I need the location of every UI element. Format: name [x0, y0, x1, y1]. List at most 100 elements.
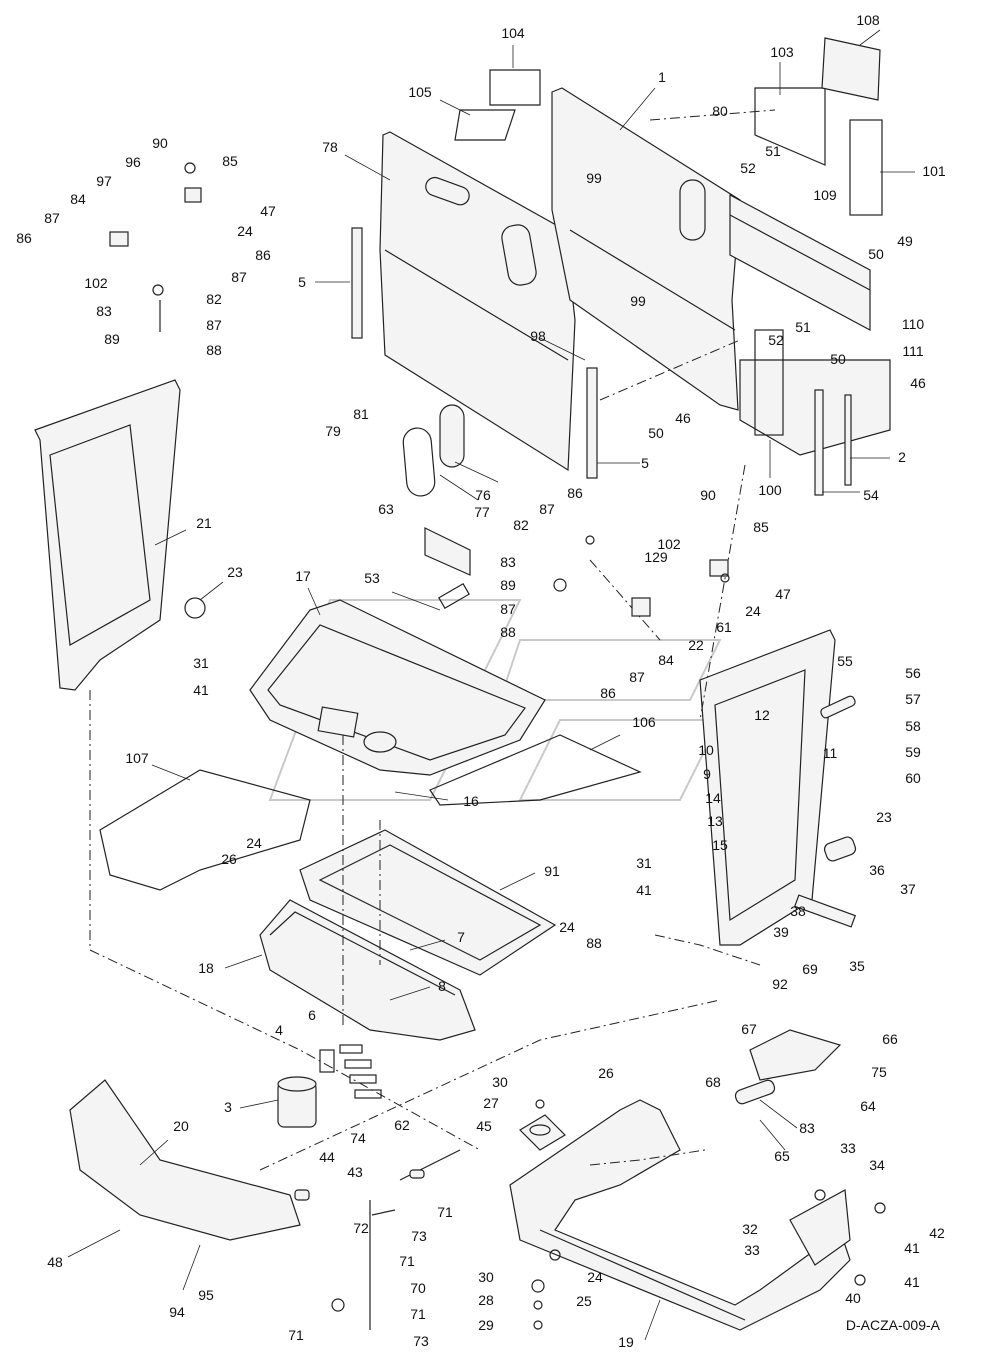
- callout-79: 79: [325, 423, 341, 439]
- left-frame-21: [34, 379, 206, 691]
- callout-56: 56: [905, 665, 921, 681]
- callout-88: 88: [206, 342, 222, 358]
- callout-87: 87: [44, 210, 60, 226]
- callout-21: 21: [196, 515, 212, 531]
- callout-38: 38: [790, 903, 806, 919]
- callout-101: 101: [922, 163, 946, 179]
- callout-82: 82: [206, 291, 222, 307]
- callout-23: 23: [227, 564, 243, 580]
- callout-42: 42: [929, 1225, 945, 1241]
- callout-87: 87: [500, 601, 516, 617]
- callout-47: 47: [775, 586, 791, 602]
- callout-64: 64: [860, 1098, 876, 1114]
- floor-mat-17: [249, 599, 546, 776]
- callout-86: 86: [567, 485, 583, 501]
- callout-10: 10: [698, 742, 714, 758]
- callout-22: 22: [688, 637, 704, 653]
- callout-110: 110: [902, 316, 925, 332]
- callout-25: 25: [576, 1293, 592, 1309]
- callout-24: 24: [246, 835, 262, 851]
- hardware-parts: [109, 162, 886, 1330]
- callout-30: 30: [492, 1074, 508, 1090]
- callout-99: 99: [630, 293, 646, 309]
- callout-24: 24: [559, 919, 575, 935]
- callout-88: 88: [586, 935, 602, 951]
- callout-9: 9: [703, 766, 711, 782]
- callout-32: 32: [742, 1221, 758, 1237]
- callout-89: 89: [500, 577, 516, 593]
- callout-63: 63: [378, 501, 394, 517]
- callout-36: 36: [869, 862, 885, 878]
- callout-41: 41: [636, 882, 652, 898]
- callout-96: 96: [125, 154, 141, 170]
- callout-84: 84: [658, 652, 674, 668]
- callout-71: 71: [437, 1204, 453, 1220]
- callout-23: 23: [876, 809, 892, 825]
- callout-19: 19: [618, 1334, 634, 1350]
- callout-41: 41: [193, 682, 209, 698]
- callout-70: 70: [410, 1280, 426, 1296]
- callout-41: 41: [904, 1274, 920, 1290]
- callout-50: 50: [868, 246, 884, 262]
- callout-94: 94: [169, 1304, 185, 1320]
- callout-68: 68: [705, 1074, 721, 1090]
- callout-52: 52: [740, 160, 756, 176]
- callout-33: 33: [744, 1242, 760, 1258]
- right-frame-22: [699, 629, 857, 946]
- callout-89: 89: [104, 331, 120, 347]
- base-frame-19: [509, 1099, 851, 1331]
- callout-72: 72: [353, 1220, 369, 1236]
- callout-48: 48: [47, 1254, 63, 1270]
- strip-109-110: [729, 193, 871, 332]
- callout-71: 71: [288, 1327, 304, 1343]
- callout-62: 62: [394, 1117, 410, 1133]
- rear-panel-78: [379, 131, 576, 472]
- callout-80: 80: [712, 103, 728, 119]
- callout-51: 51: [795, 319, 811, 335]
- callout-15: 15: [712, 837, 728, 853]
- callout-58: 58: [905, 718, 921, 734]
- callout-103: 103: [770, 44, 794, 60]
- callout-55: 55: [837, 653, 853, 669]
- callout-28: 28: [478, 1292, 494, 1308]
- callout-45: 45: [476, 1118, 492, 1134]
- callout-47: 47: [260, 203, 276, 219]
- callout-7: 7: [457, 929, 465, 945]
- callout-65: 65: [774, 1148, 790, 1164]
- callout-85: 85: [753, 519, 769, 535]
- callout-40: 40: [845, 1290, 861, 1306]
- pillars-5-54: [351, 227, 852, 496]
- callout-16: 16: [463, 793, 479, 809]
- callout-53: 53: [364, 570, 380, 586]
- callout-129: 129: [644, 549, 668, 565]
- drawing-code: D-ACZA-009-A: [846, 1317, 941, 1333]
- reference-lines: [89, 109, 776, 1171]
- callout-77: 77: [474, 504, 490, 520]
- callout-92: 92: [772, 976, 788, 992]
- callout-46: 46: [675, 410, 691, 426]
- callout-105: 105: [408, 84, 432, 100]
- callout-88: 88: [500, 624, 516, 640]
- callout-83: 83: [500, 554, 516, 570]
- callout-66: 66: [882, 1031, 898, 1047]
- callout-91: 91: [544, 863, 560, 879]
- callout-54: 54: [863, 487, 879, 503]
- callout-95: 95: [198, 1287, 214, 1303]
- callout-84: 84: [70, 191, 86, 207]
- callout-41: 41: [904, 1240, 920, 1256]
- callout-71: 71: [410, 1306, 426, 1322]
- callout-49: 49: [897, 233, 913, 249]
- callout-2: 2: [898, 449, 906, 465]
- callout-1: 1: [658, 69, 666, 85]
- callout-86: 86: [600, 685, 616, 701]
- callout-6: 6: [308, 1007, 316, 1023]
- callout-86: 86: [16, 230, 32, 246]
- callout-31: 31: [636, 855, 652, 871]
- callout-82: 82: [513, 517, 529, 533]
- callout-61: 61: [716, 619, 732, 635]
- rear-panel-1: [551, 87, 741, 411]
- callout-109: 109: [813, 187, 837, 203]
- callout-59: 59: [905, 744, 921, 760]
